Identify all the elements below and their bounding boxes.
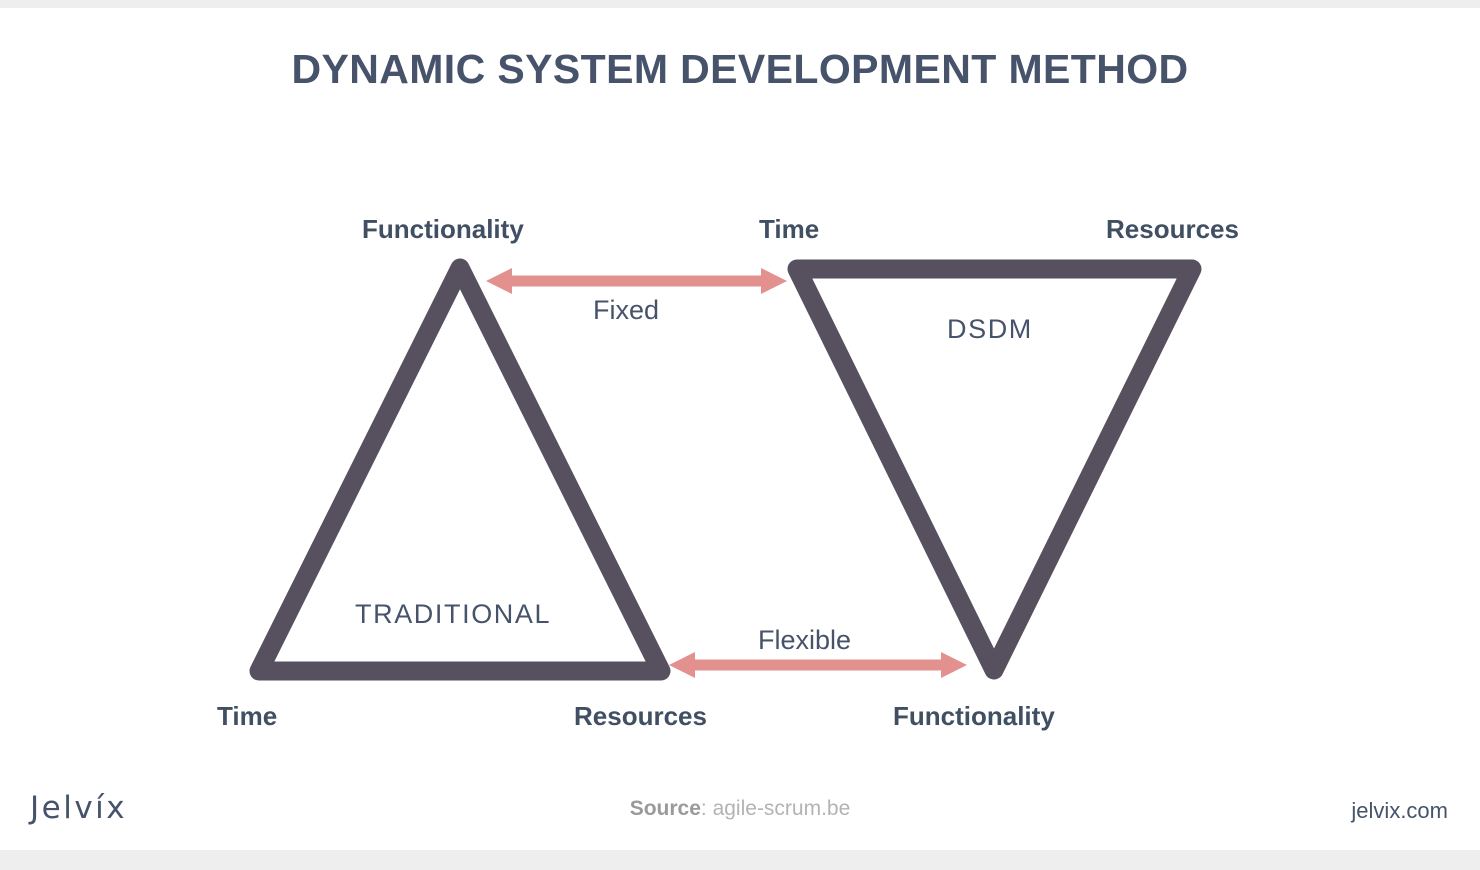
label-right-top-right-resources: Resources [1106, 214, 1239, 244]
label-left-bottom-right-resources: Resources [574, 701, 707, 731]
traditional-triangle [249, 258, 671, 681]
label-dsdm: DSDM [947, 314, 1033, 344]
jelvix-logo: Jelvíx [30, 790, 128, 826]
source-value-label: : agile-scrum.be [700, 797, 851, 820]
label-right-top-left-time: Time [759, 214, 820, 244]
source-key-label: Source [629, 797, 701, 820]
label-left-bottom-left-time: Time [217, 701, 278, 731]
fixed-arrow [486, 268, 787, 294]
label-flexible: Flexible [758, 625, 852, 655]
dsdm-triangle [787, 259, 1202, 680]
label-left-apex-functionality: Functionality [362, 214, 524, 244]
label-fixed: Fixed [593, 295, 660, 325]
slide-card [0, 8, 1480, 850]
flexible-arrow [669, 652, 967, 678]
site-url: jelvix.com [1351, 798, 1448, 823]
label-right-bottom-functionality: Functionality [893, 701, 1055, 731]
page-title: DYNAMIC SYSTEM DEVELOPMENT METHOD [291, 46, 1189, 92]
source-attribution: Source: agile-scrum.be [0, 797, 1480, 821]
label-traditional: TRADITIONAL [355, 599, 552, 629]
